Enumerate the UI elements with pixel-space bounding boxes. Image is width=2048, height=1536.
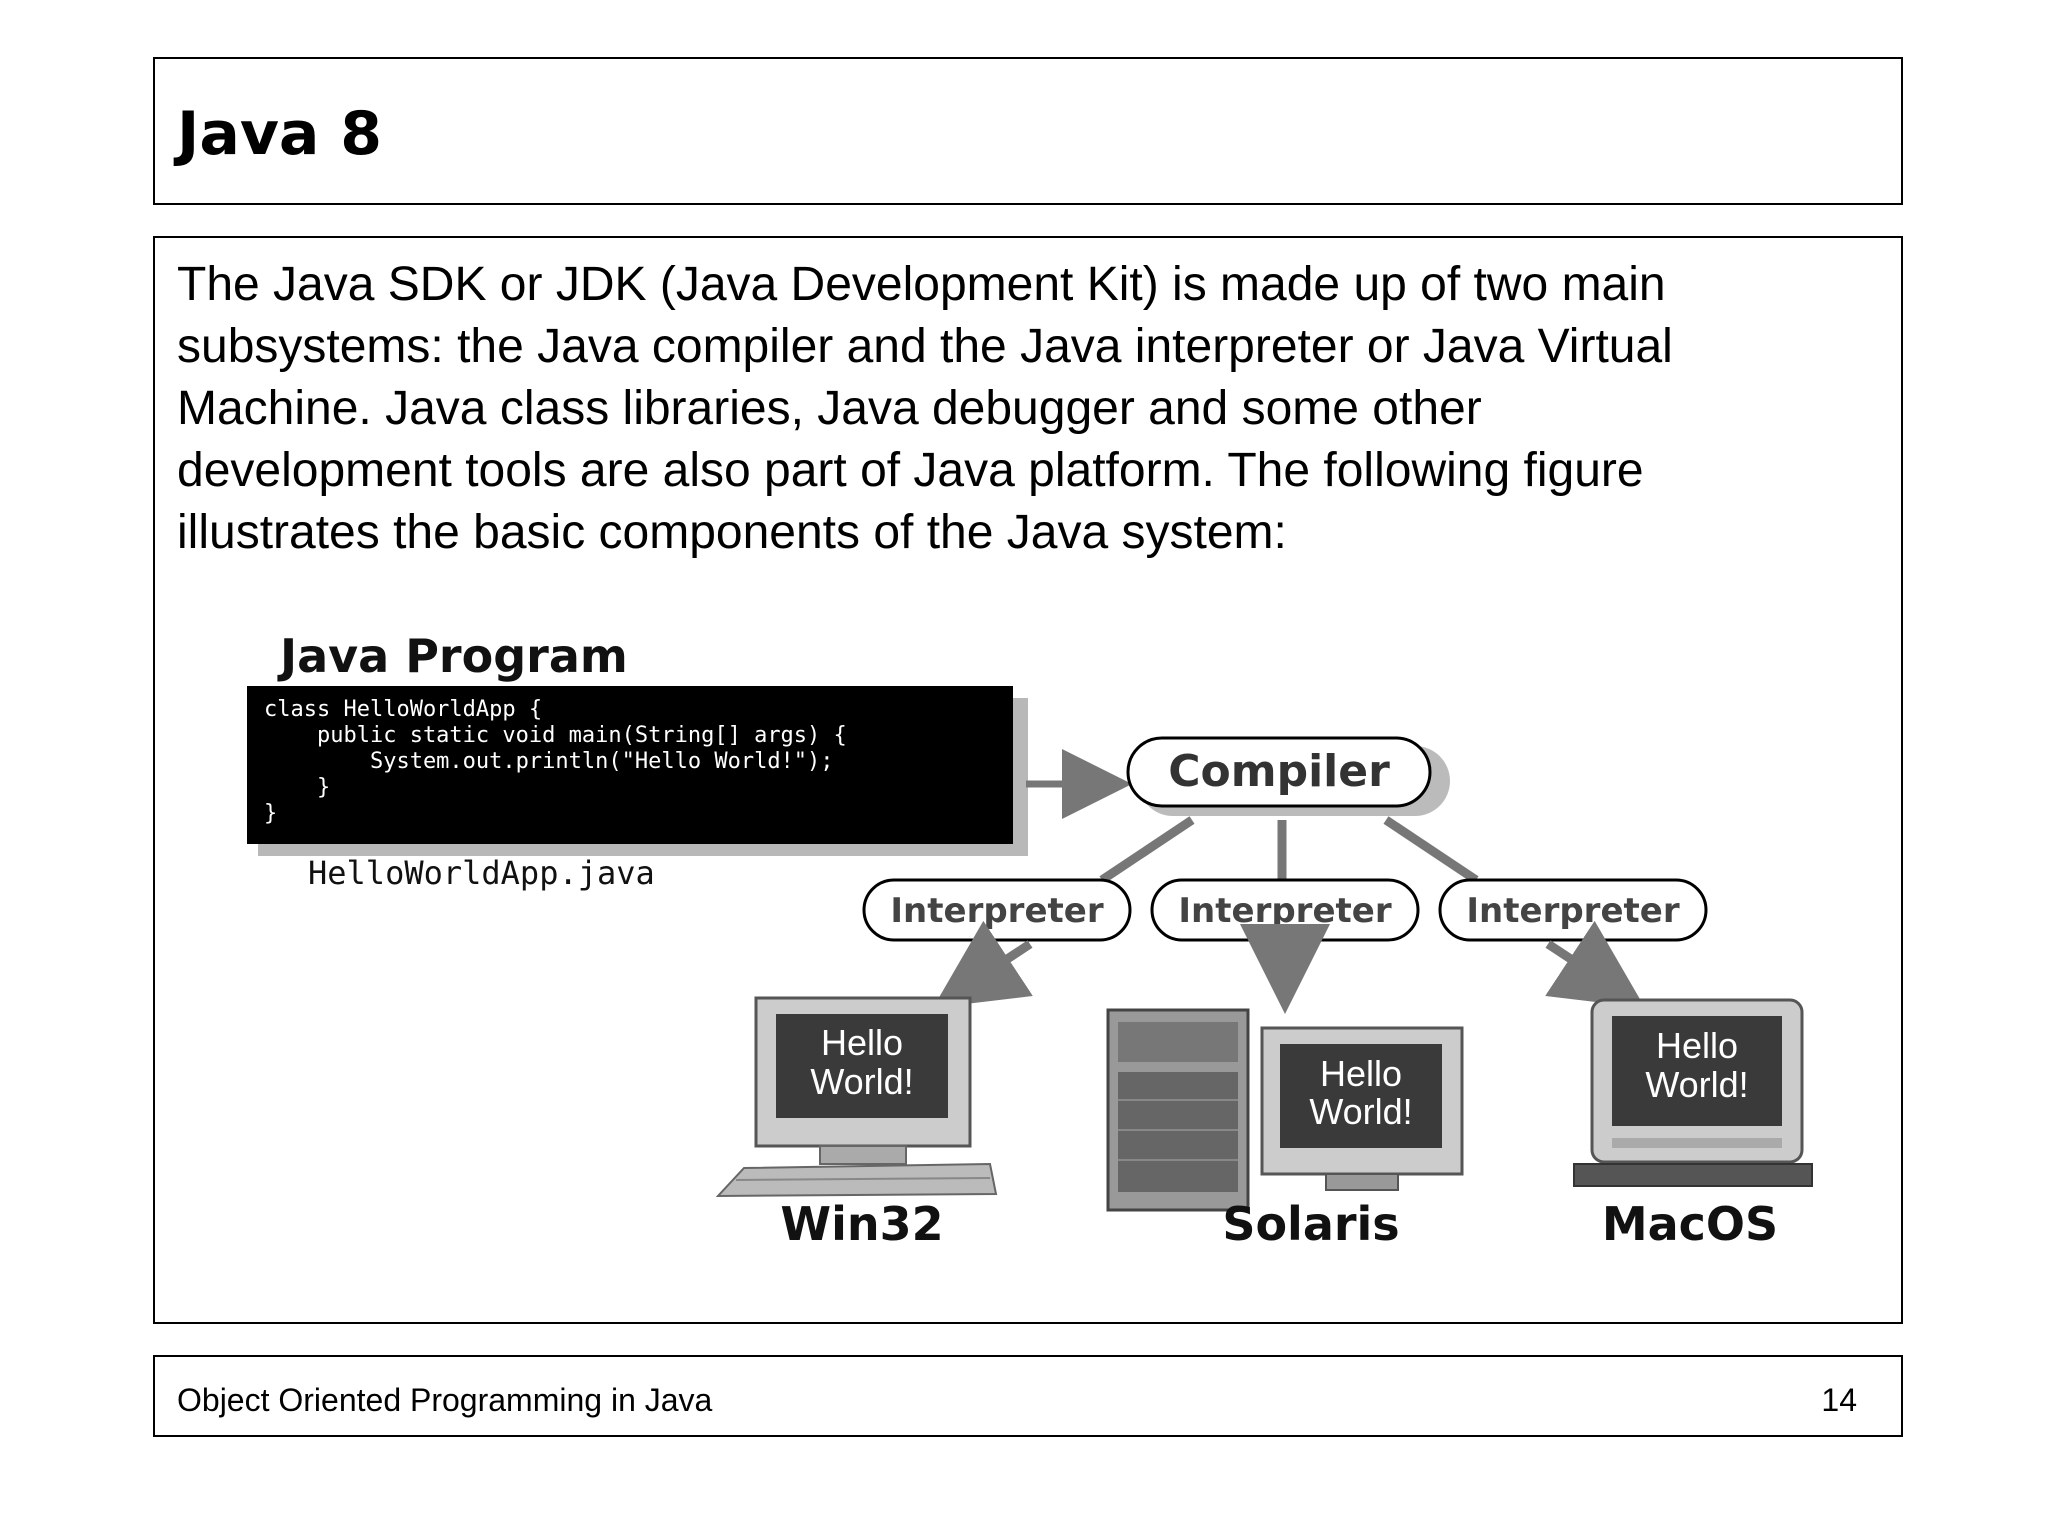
connector-line <box>1383 816 1479 884</box>
code-line: } <box>264 775 330 800</box>
page-number: 14 <box>1821 1382 1857 1418</box>
interpreter-label: Interpreter <box>890 891 1103 931</box>
java-program-heading: Java Program <box>277 629 628 683</box>
code-block <box>247 686 1013 844</box>
screen-text: World! <box>1309 1091 1412 1132</box>
code-line: } <box>264 801 277 826</box>
interpreter-label: Interpreter <box>1178 891 1391 931</box>
win32-computer-icon <box>715 996 998 1198</box>
body-line: development tools are also part of Java … <box>177 444 1644 497</box>
screen-text: Hello <box>1320 1053 1402 1094</box>
interpreter-label: Interpreter <box>1466 891 1679 931</box>
screen-text: World! <box>1645 1064 1748 1105</box>
solaris-server-icon <box>1106 1008 1250 1212</box>
macos-computer-icon <box>1573 998 1813 1187</box>
code-line: System.out.println("Hello World!"); <box>264 749 834 774</box>
body-line: subsystems: the Java compiler and the Ja… <box>177 320 1673 373</box>
connector-line <box>1099 816 1195 884</box>
slide-title: Java 8 <box>177 99 383 169</box>
compiler-node <box>1126 736 1432 808</box>
body-line: illustrates the basic components of the … <box>177 506 1287 559</box>
platform-label-macos: MacOS <box>1602 1197 1778 1251</box>
footer: Object Oriented Programming in Java 14 <box>153 1355 1903 1437</box>
screen-text: Hello <box>821 1022 903 1063</box>
platform-label-solaris: Solaris <box>1222 1197 1399 1251</box>
body-line: Machine. Java class libraries, Java debu… <box>177 382 1482 435</box>
code-line: class HelloWorldApp { <box>264 697 542 722</box>
file-name-label: HelloWorldApp.java <box>308 854 655 892</box>
screen-text: World! <box>810 1061 913 1102</box>
platform-label-win32: Win32 <box>780 1197 943 1251</box>
code-line: public static void main(String[] args) { <box>264 723 847 748</box>
solaris-monitor-icon <box>1260 1026 1464 1191</box>
arrow-to-win32 <box>932 920 1033 1008</box>
footer-course-title: Object Oriented Programming in Java <box>177 1382 713 1418</box>
compiler-label: Compiler <box>1168 746 1390 797</box>
screen-text: Hello <box>1656 1025 1738 1066</box>
body-paragraph: The Java SDK or JDK (Java Development Ki… <box>177 254 1877 564</box>
body-line: The Java SDK or JDK (Java Development Ki… <box>177 258 1666 311</box>
arrow-to-macos <box>1545 920 1646 1008</box>
title-box: Java 8 <box>153 57 1903 205</box>
